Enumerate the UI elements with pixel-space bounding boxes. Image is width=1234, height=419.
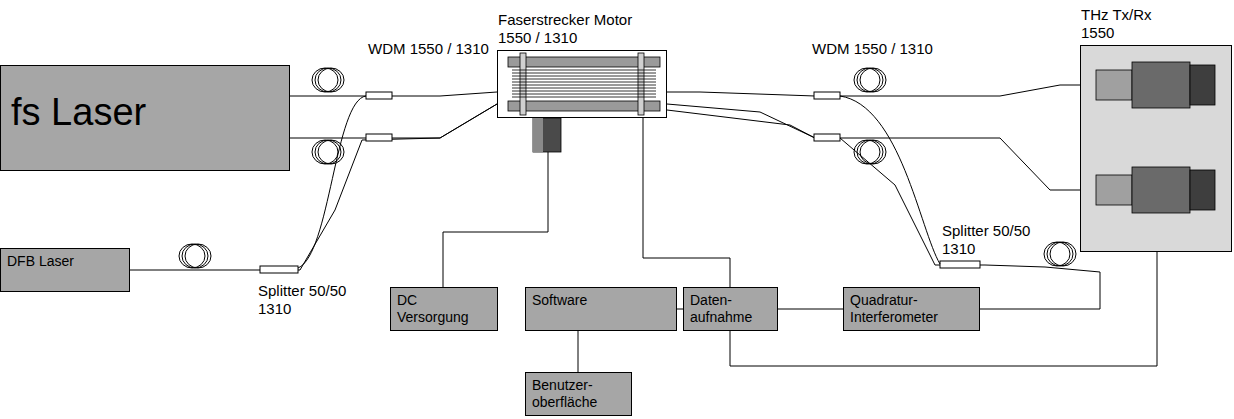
component-label: WDM 1550 / 1310 (812, 40, 933, 58)
fiber-branch (298, 96, 940, 268)
motor-symbol (533, 118, 561, 152)
node-label: DFB Laser (1, 249, 129, 274)
fiber-connector (778, 309, 843, 310)
process-box: DC Versorgung (390, 287, 498, 331)
component-label: Splitter 50/50 1310 (942, 222, 1050, 258)
process-box: Quadratur- Interferometer (843, 287, 980, 331)
node-label: DC Versorgung (391, 288, 497, 330)
fiber-connector (290, 104, 497, 138)
node-heading: THz Tx/Rx 1550 (1081, 6, 1161, 42)
fiber-connector (578, 331, 579, 372)
process-box: Daten- aufnahme (683, 287, 778, 331)
fiber-connector (730, 252, 1157, 366)
splitter-coupler (260, 261, 980, 273)
thz-housing (1080, 45, 1232, 252)
node-heading: Faserstrecker Motor 1550 / 1310 (498, 11, 648, 47)
component-label: WDM 1550 / 1310 (368, 40, 489, 58)
node-label: Quadratur- Interferometer (844, 288, 979, 330)
fiber-coil (179, 68, 1076, 268)
laser-box: fs Laser (0, 65, 290, 171)
component-label: Splitter 50/50 1310 (258, 282, 366, 318)
device-box: THz Tx/Rx 1550 (1080, 45, 1232, 252)
process-box: Benutzer- oberfläche (525, 372, 632, 416)
node-label: fs Laser (1, 66, 289, 134)
process-box: Software (525, 287, 677, 331)
thz-antenna (1096, 62, 1215, 213)
fiber-stretcher (508, 53, 660, 115)
fiber-connector (667, 110, 1100, 309)
fiber-connector (667, 104, 1080, 190)
fiber-connector (443, 118, 548, 287)
node-label: Benutzer- oberfläche (526, 373, 631, 415)
fiber-connector (643, 118, 730, 287)
stretcher-box: Faserstrecker Motor 1550 / 1310 (497, 50, 667, 118)
wdm-coupler (366, 92, 840, 141)
node-label: Software (526, 288, 676, 313)
fiber-connector (290, 92, 497, 96)
laser-box: DFB Laser (0, 248, 130, 292)
node-label: Daten- aufnahme (684, 288, 777, 330)
